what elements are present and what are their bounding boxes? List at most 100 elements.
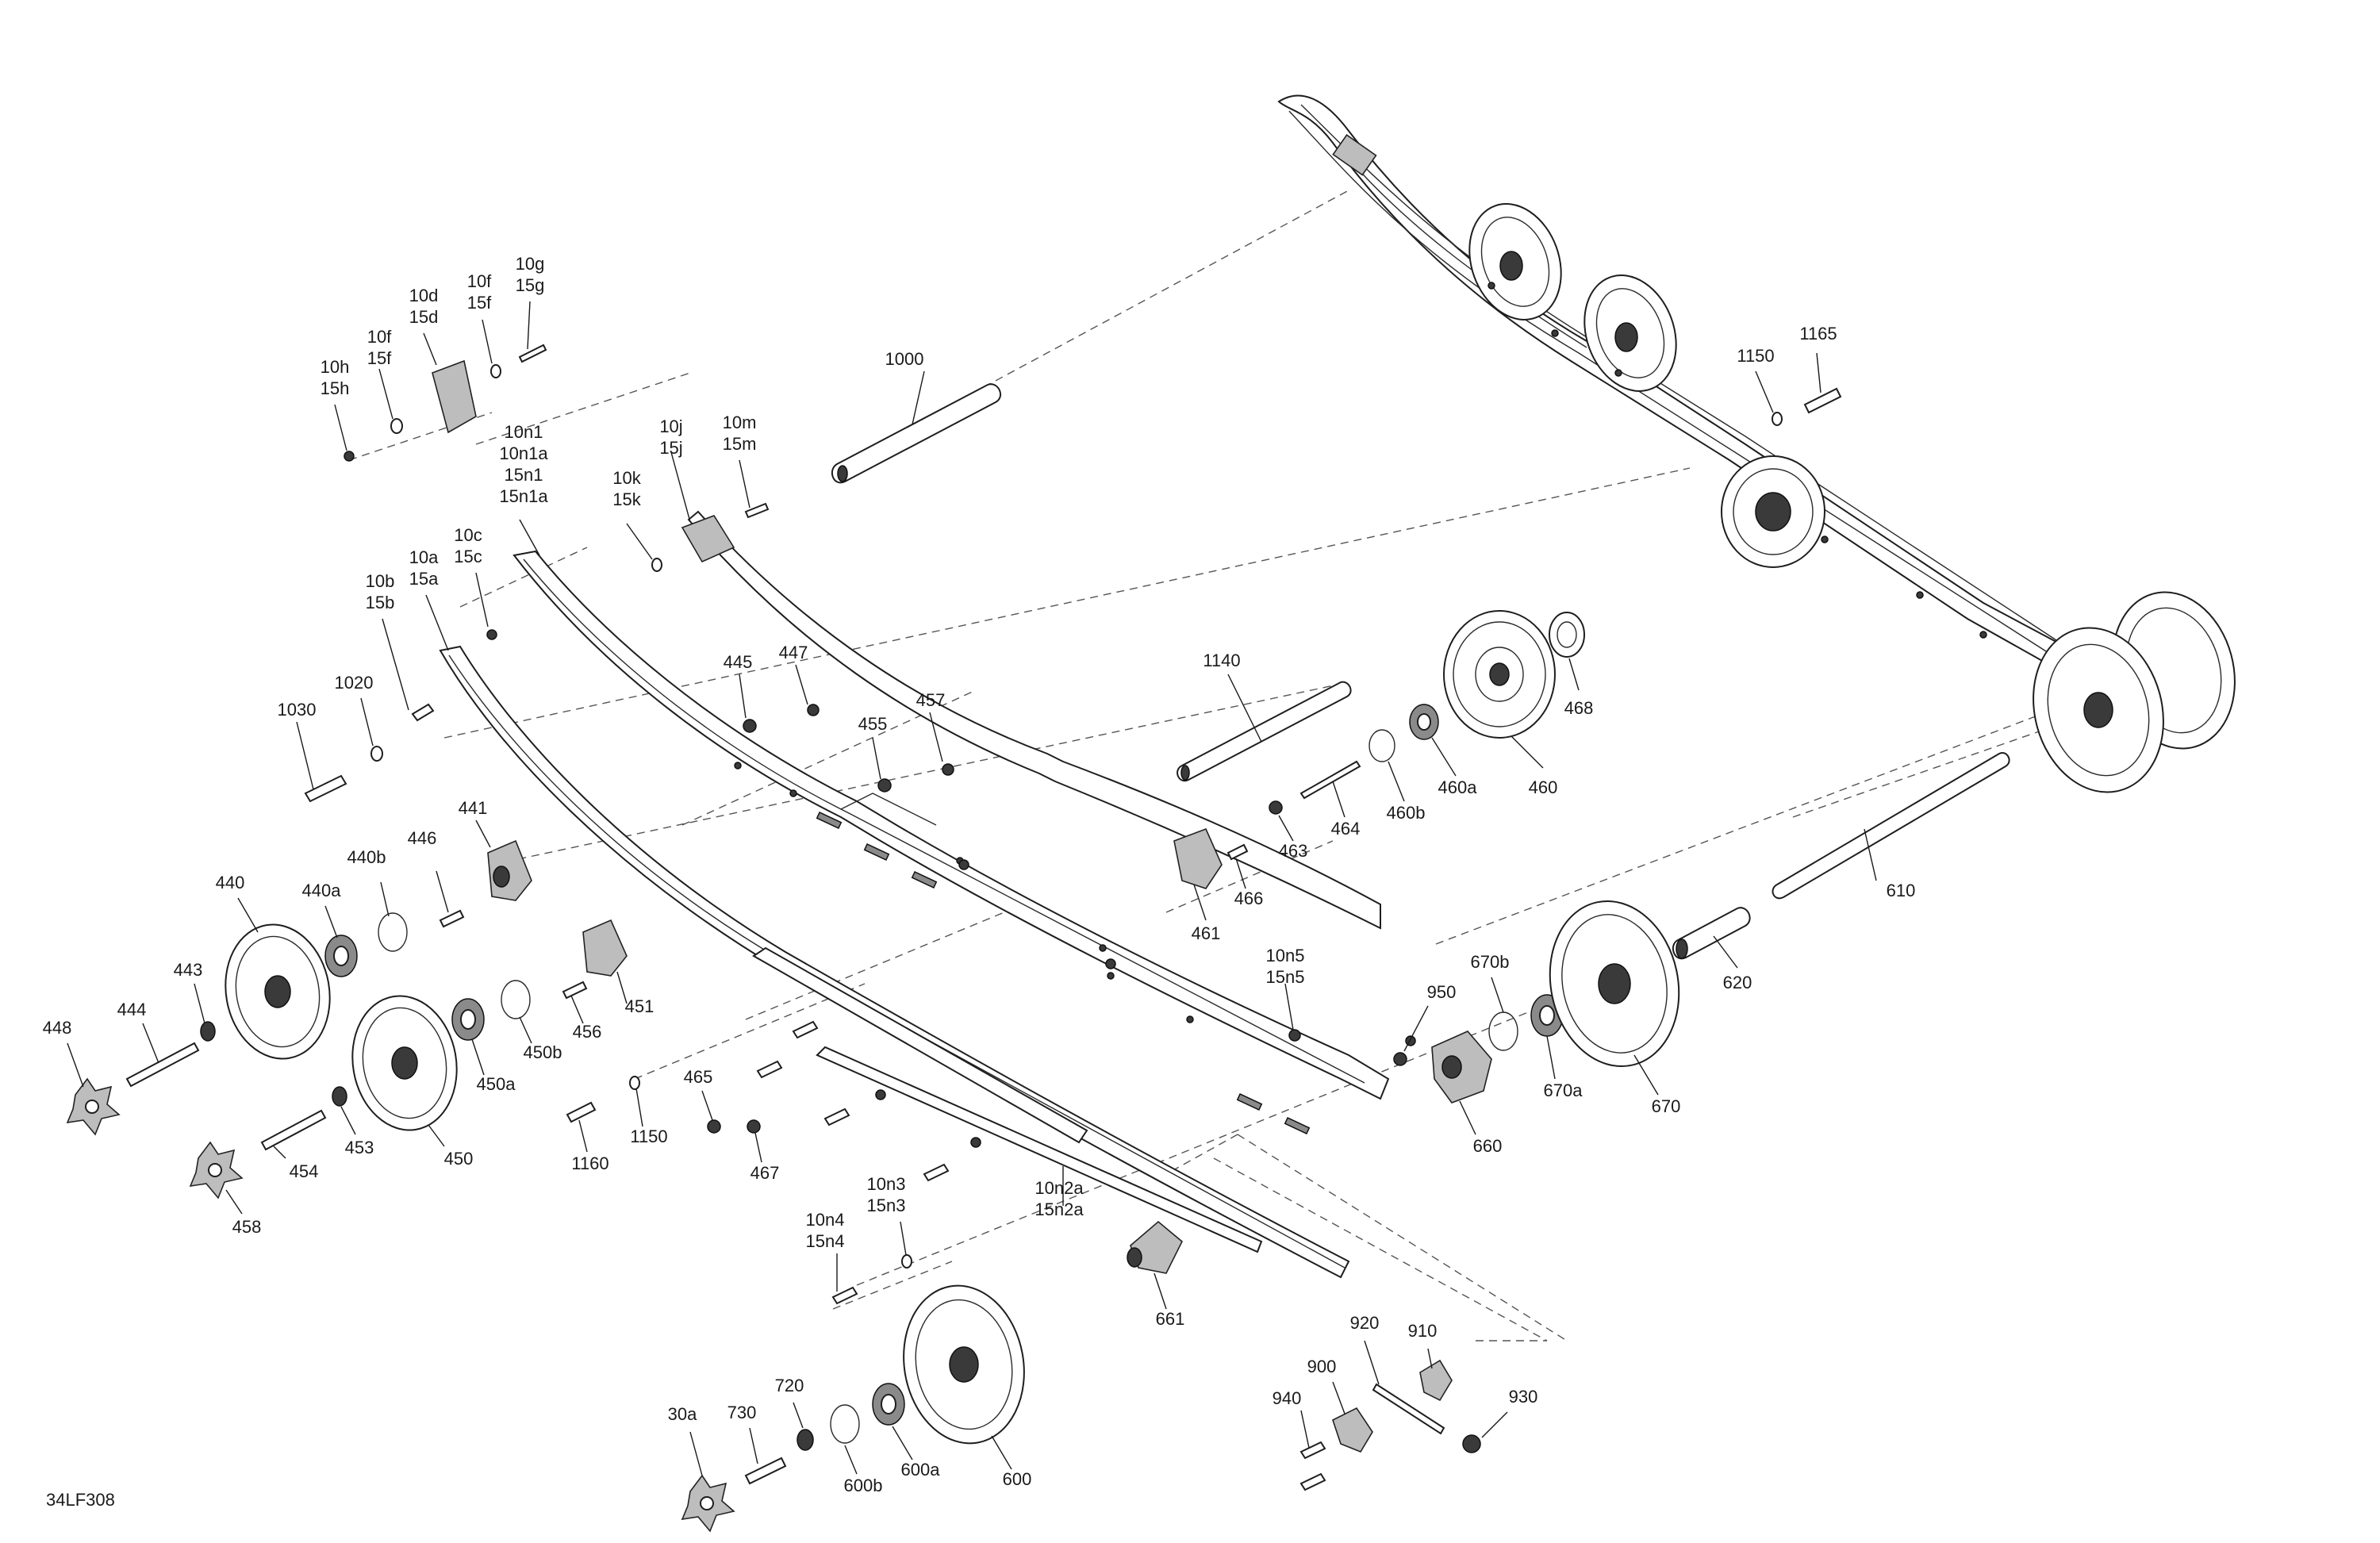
callout-450: 450: [444, 1149, 474, 1169]
callout-1030: 1030: [278, 700, 317, 720]
callout-line: 466: [1234, 889, 1264, 908]
callout-line: 15f: [367, 348, 392, 368]
callout-910: 910: [1408, 1321, 1438, 1341]
callout-950: 950: [1427, 982, 1457, 1002]
callout-720: 720: [775, 1376, 804, 1395]
callout-1150-top: 1150: [1737, 346, 1774, 366]
callout-line: 10c: [454, 525, 482, 545]
callout-line: 10f: [467, 271, 492, 291]
part-460b-clip: [1368, 729, 1395, 762]
part-10h-nut: [344, 451, 355, 462]
callout-463: 463: [1279, 841, 1308, 861]
callout-line: 670a: [1544, 1080, 1583, 1100]
part-950-nut: [1393, 1052, 1407, 1066]
callout-line: 10d: [409, 286, 439, 305]
part-910-bracket: [1419, 1359, 1453, 1402]
part-10n4-bolt: [831, 1286, 858, 1305]
callout-line: 1165: [1799, 324, 1837, 344]
callout-457: 457: [916, 690, 946, 710]
part-453-washer: [332, 1086, 347, 1107]
callout-461: 461: [1192, 923, 1221, 943]
part-10d-block: [432, 359, 477, 434]
part-455-nut: [877, 778, 892, 793]
callout-600b: 600b: [844, 1476, 883, 1495]
callout-440b: 440b: [347, 847, 386, 867]
part-670b-clip: [1488, 1011, 1518, 1051]
callout-line: 461: [1192, 923, 1221, 943]
callout-line: 450: [444, 1149, 474, 1169]
callout-line: 440b: [347, 847, 386, 867]
callout-line: 443: [174, 960, 203, 980]
callout-line: 600: [1003, 1469, 1032, 1489]
callout-line: 30a: [668, 1404, 697, 1424]
part-463-washer: [1269, 800, 1283, 815]
callout-468: 468: [1564, 698, 1594, 718]
part-456-bolt: [562, 981, 588, 1000]
part-1165-bolt: [1803, 387, 1842, 414]
callout-line: 15h: [321, 378, 350, 398]
callout-line: 10b: [366, 571, 395, 591]
callout-466: 466: [1234, 889, 1264, 908]
callout-line: 930: [1509, 1387, 1538, 1407]
callout-443: 443: [174, 960, 203, 980]
part-467-nut: [747, 1119, 761, 1134]
callout-line: 1140: [1203, 651, 1240, 670]
callout-line: 448: [43, 1018, 72, 1038]
callout-line: 456: [573, 1022, 602, 1042]
callout-line: 465: [684, 1067, 713, 1087]
callout-line: 610: [1887, 881, 1916, 900]
part-451-bracket: [582, 919, 628, 977]
callout-line: 600b: [844, 1476, 883, 1495]
callout-line: 15m: [723, 434, 757, 454]
slide-rails: [439, 510, 1390, 1279]
callout-446: 446: [408, 828, 437, 848]
callout-line: 910: [1408, 1321, 1438, 1341]
callout-600a: 600a: [901, 1460, 941, 1480]
callout-line: 661: [1156, 1309, 1185, 1329]
part-1020-washer: [370, 746, 383, 762]
callout-460a: 460a: [1438, 777, 1478, 797]
figure-id: 34LF308: [46, 1490, 115, 1510]
callout-line: 457: [916, 690, 946, 710]
callout-line: 10n1: [505, 422, 543, 442]
callout-453: 453: [345, 1138, 374, 1157]
part-1000-tube: [831, 383, 1001, 484]
callout-1140: 1140: [1203, 651, 1240, 670]
leader-lines: [67, 301, 1877, 1476]
callout-line: 454: [290, 1161, 319, 1181]
callout-line: 455: [858, 714, 888, 734]
callout-467: 467: [750, 1163, 780, 1183]
callout-450b: 450b: [524, 1042, 562, 1062]
callout-line: 600a: [901, 1460, 941, 1480]
callout-line: 460b: [1387, 803, 1426, 823]
callout-460b: 460b: [1387, 803, 1426, 823]
callout-line: 10n2a: [1035, 1178, 1084, 1198]
callout-line: 10n5: [1266, 946, 1305, 965]
callout-line: 451: [625, 996, 654, 1016]
part-10m-bolt: [744, 502, 770, 519]
callout-line: 15f: [467, 293, 492, 313]
callout-line: 10h: [321, 357, 350, 377]
callout-line: 15n3: [867, 1196, 906, 1215]
callout-line: 15a: [409, 569, 439, 589]
part-730-bolt: [744, 1457, 787, 1485]
part-10c-nut: [486, 629, 497, 640]
callout-460: 460: [1529, 777, 1558, 797]
callout-line: 450a: [477, 1074, 516, 1094]
callout-1150: 1150: [630, 1127, 667, 1146]
callout-line: 440a: [302, 881, 342, 900]
part-900-bracket: [1332, 1407, 1373, 1453]
part-444-bolt: [125, 1042, 200, 1088]
